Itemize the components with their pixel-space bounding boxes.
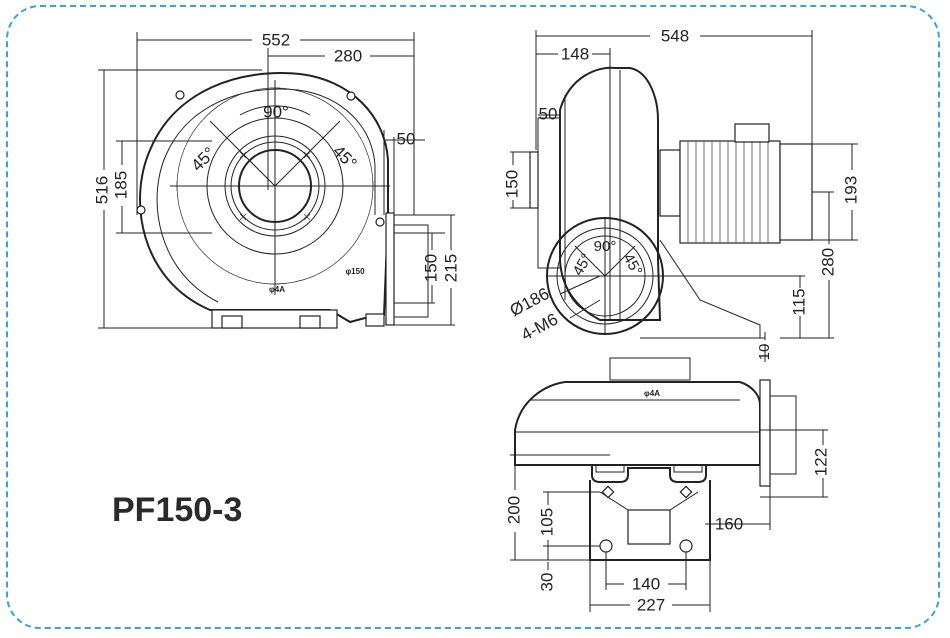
angle-top-label: 90° [263,102,289,121]
dim-height: 516 [92,176,111,204]
dim-half-width: 280 [334,46,362,65]
dim-inlet-length: 148 [561,44,589,63]
dim-overall-length: 548 [661,26,689,45]
model-name: PF150-3 [112,491,242,529]
dim-base-height: 115 [789,288,808,315]
dim-base: 30 [537,573,556,592]
dim-height-mid: 105 [537,508,556,536]
dim-base-thickness: 10 [756,344,773,361]
top-marking: φ4A [644,389,660,398]
dim-foot-spacing: 140 [632,574,660,593]
outlet-marking: φ150 [345,267,365,276]
top-view: φ4A 122 160 200 105 [504,357,830,614]
dim-foot-offset: 160 [715,514,743,533]
dim-base-width: 227 [637,595,665,614]
side-angle-left: 45° [570,251,596,279]
side-angle-top: 90° [594,238,617,255]
dim-center-height: 280 [818,248,837,276]
dim-motor-height: 193 [841,176,860,204]
dim-inlet-span: 185 [111,171,130,199]
dim-outlet-depth: 122 [811,448,830,476]
dim-height-total: 200 [504,496,523,524]
dim-inlet-dia: 150 [502,170,521,198]
dim-flange-offset: 50 [397,129,416,148]
front-view: 552 280 516 185 [92,30,460,329]
angle-right-label: 45° [329,141,361,173]
bottom-marking: φ4A [269,285,285,294]
dim-overall-width: 552 [262,30,290,49]
dim-side-flange: 50 [539,104,558,123]
dim-outlet-outer: 215 [441,254,460,282]
angle-left-label: 45° [187,143,219,175]
side-angle-right: 45° [619,251,645,279]
dashed-frame [6,5,940,629]
dim-outlet-inner: 150 [421,254,440,282]
side-view: 548 148 50 150 [502,26,860,362]
